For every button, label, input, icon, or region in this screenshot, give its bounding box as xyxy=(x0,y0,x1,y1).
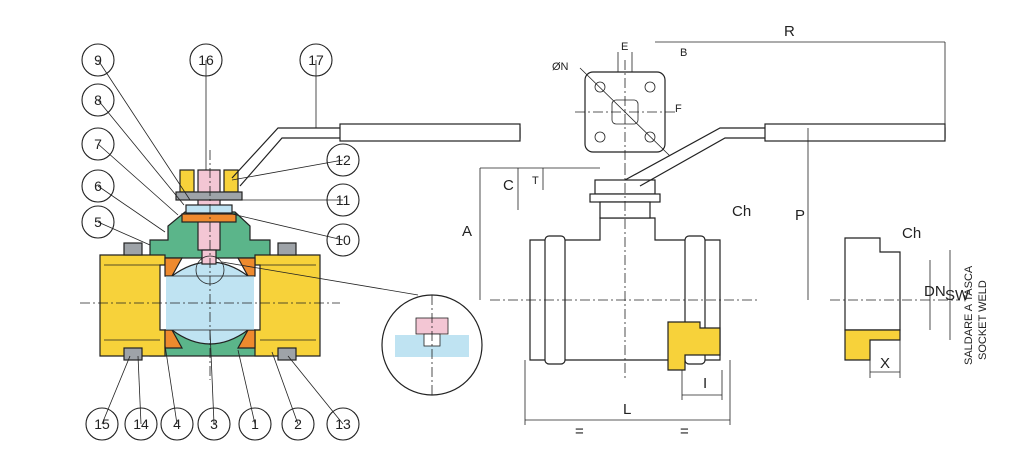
dim-eq1: = xyxy=(575,423,584,440)
dim-R: R xyxy=(784,23,795,40)
callout-leader-7 xyxy=(97,143,179,216)
weld-section xyxy=(844,329,901,361)
washer xyxy=(175,191,243,201)
callout-label-4: 4 xyxy=(173,416,181,432)
dim-B: B xyxy=(680,47,687,59)
detail-view xyxy=(381,294,483,396)
dim-A: A xyxy=(462,223,472,240)
end-cap-right xyxy=(254,254,321,357)
dim-X: X xyxy=(880,355,890,372)
side-text-2: SOCKET WELD xyxy=(977,280,989,360)
bolt-right-top xyxy=(277,242,297,256)
callout-leader-14 xyxy=(137,355,142,425)
callout-leader-8 xyxy=(97,99,185,206)
callout-leader-4 xyxy=(164,344,178,425)
callout-leader-12 xyxy=(231,159,344,181)
callout-leader-13 xyxy=(287,355,344,425)
callout-leader-2 xyxy=(271,351,299,425)
dimension-labels: R E B ØN F C T A P Ch Ch L I = = DN SW X… xyxy=(462,23,989,440)
bolt-left-top xyxy=(123,242,143,256)
callout-label-12: 12 xyxy=(335,152,351,168)
side-detail xyxy=(830,237,960,361)
leader-lines xyxy=(97,59,344,425)
dim-Ch2: Ch xyxy=(902,225,921,242)
callout-label-13: 13 xyxy=(335,416,351,432)
dimensions xyxy=(479,41,951,425)
callout-leader-6 xyxy=(97,185,166,233)
dim-N: ØN xyxy=(552,61,569,73)
dim-L: L xyxy=(623,401,631,418)
end-cap-left xyxy=(99,254,166,357)
packing xyxy=(185,204,233,214)
dim-P: P xyxy=(795,207,805,224)
dim-Ch: Ch xyxy=(732,203,751,220)
dim-I: I xyxy=(703,375,707,392)
section-view xyxy=(80,123,521,380)
bolt-right-bot xyxy=(277,347,297,361)
callout-leader-15 xyxy=(101,355,131,425)
dim-DN: DN xyxy=(924,283,946,300)
callout-leader-5 xyxy=(97,221,151,246)
dim-eq2: = xyxy=(680,423,689,440)
callout-label-14: 14 xyxy=(133,416,149,432)
callout-label-11: 11 xyxy=(336,192,351,208)
callout-label-1: 1 xyxy=(251,416,259,432)
callout-leader-9 xyxy=(97,59,191,201)
dim-E: E xyxy=(621,41,628,53)
callout-leader-10 xyxy=(231,213,344,241)
side-text-1: SALDARE A TASCA xyxy=(963,265,975,365)
gland xyxy=(181,213,237,223)
callout-leader-1 xyxy=(237,349,256,425)
dim-T: T xyxy=(532,175,539,187)
bolt-left-bot xyxy=(123,347,143,361)
dim-F: F xyxy=(675,103,682,115)
dim-C: C xyxy=(503,177,514,194)
weld-end xyxy=(667,321,721,371)
callout-leader-3 xyxy=(209,329,215,425)
callout-label-3: 3 xyxy=(210,416,218,432)
front-view xyxy=(490,60,946,380)
dim-SW: SW xyxy=(945,287,970,304)
callout-label-2: 2 xyxy=(294,416,302,432)
callout-label-10: 10 xyxy=(335,232,351,248)
